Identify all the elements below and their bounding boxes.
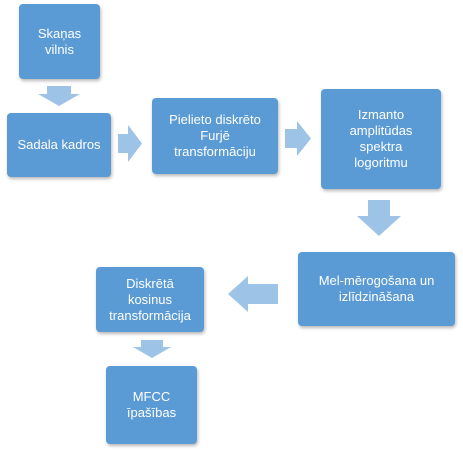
arrow-left-icon bbox=[228, 276, 278, 312]
node-dct: Diskrētā kosinus transformācija bbox=[96, 267, 204, 332]
edge-dct-to-mfcc bbox=[133, 340, 171, 358]
arrow-right-icon bbox=[285, 121, 311, 156]
edge-log-spectrum-to-mel-scaling bbox=[357, 200, 401, 236]
node-dft: Pielieto diskrēto Furjē transformāciju bbox=[152, 98, 278, 174]
arrow-down-icon bbox=[133, 340, 171, 358]
edge-sound-wave-to-split-frames bbox=[38, 86, 80, 106]
node-sound-wave: Skaņas vilnis bbox=[19, 4, 100, 79]
edge-mel-scaling-to-dct bbox=[228, 276, 278, 312]
node-split-frames: Sadala kadros bbox=[7, 113, 111, 177]
arrow-right-icon bbox=[118, 125, 142, 162]
edge-split-frames-to-dft bbox=[118, 125, 142, 162]
arrow-down-icon bbox=[38, 86, 80, 106]
node-mel-scaling: Mel-mērogošana un izlīdzināšana bbox=[298, 252, 455, 326]
edge-dft-to-log-spectrum bbox=[285, 121, 311, 156]
arrow-down-icon bbox=[357, 200, 401, 236]
node-mfcc: MFCC īpašības bbox=[106, 366, 197, 444]
node-log-spectrum: Izmanto amplitūdas spektra logoritmu bbox=[321, 89, 441, 189]
